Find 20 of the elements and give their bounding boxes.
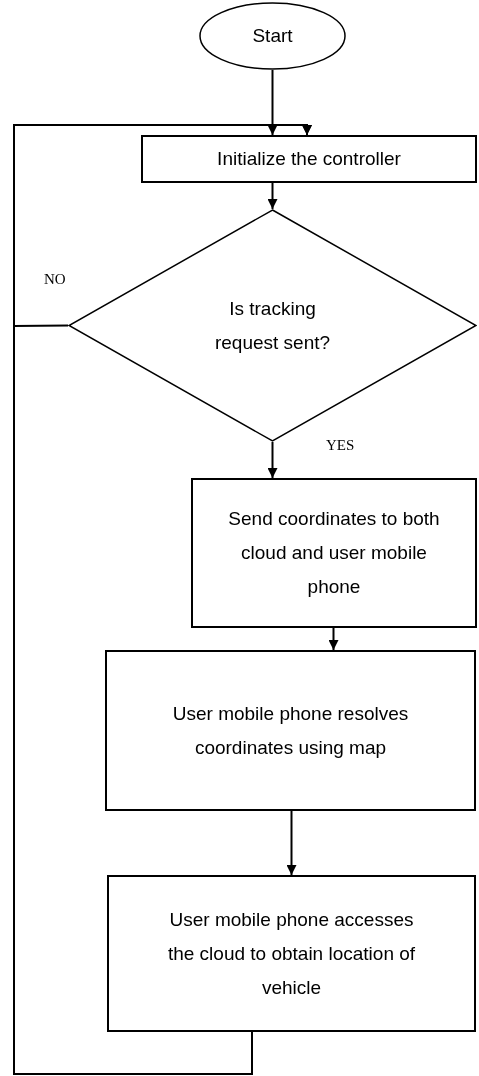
node-text: User mobile phone resolves coordinates using map <box>171 701 410 760</box>
edge-label: NO <box>44 272 66 287</box>
process-box <box>105 650 476 811</box>
arrow <box>267 182 278 210</box>
process-box <box>191 478 477 628</box>
edge-label: YES <box>326 438 355 453</box>
process-box <box>107 875 476 1032</box>
node-text: Is tracking request sent? <box>213 296 332 355</box>
node-text: Initialize the controller <box>217 147 401 171</box>
decision-diamond <box>68 209 477 442</box>
node-text: User mobile phone accesses the cloud to obtain location of vehicle <box>166 907 417 1000</box>
node-text: Start <box>252 24 293 48</box>
process-box <box>141 135 477 183</box>
arrow <box>328 627 339 651</box>
node-text: Send coordinates to both cloud and user mobile phone <box>227 507 441 599</box>
arrow <box>267 441 278 479</box>
start-ellipse <box>199 2 346 70</box>
arrow <box>286 810 297 876</box>
arrow <box>13 124 312 1075</box>
arrow <box>267 69 278 136</box>
